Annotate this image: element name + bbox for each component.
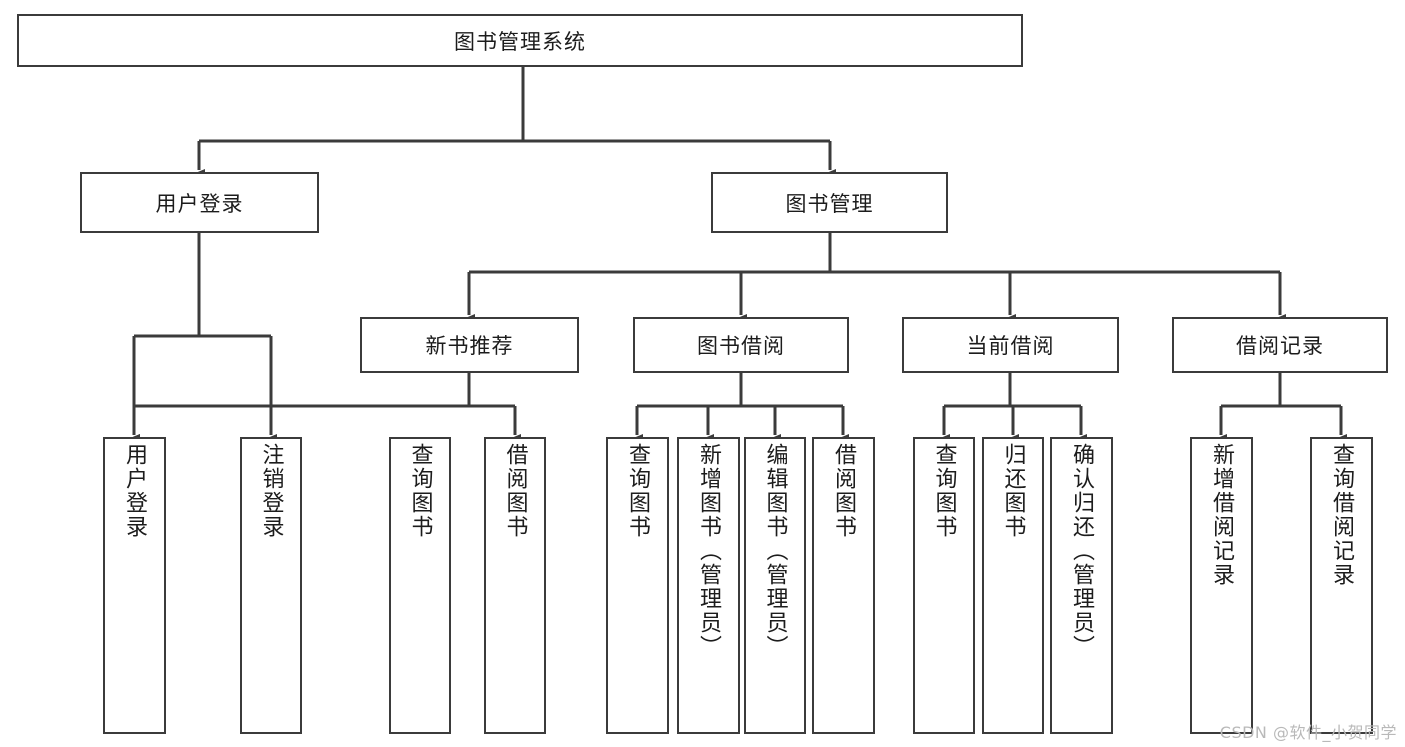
node-leaf-return-book-label: 归还图书: [1000, 443, 1026, 539]
node-leaf-edit-book-admin-label: 编辑图书（管理员）: [762, 443, 788, 659]
node-leaf-query-borrow-record[interactable]: 查询借阅记录: [1310, 437, 1373, 734]
node-leaf-query-book-recommend[interactable]: 查询图书: [389, 437, 451, 734]
node-book-borrow-label: 图书借阅: [697, 334, 785, 358]
node-leaf-query-borrow-record-label: 查询借阅记录: [1329, 443, 1355, 587]
node-leaf-confirm-return-admin-label: 确认归还（管理员）: [1069, 443, 1095, 659]
node-leaf-user-login[interactable]: 用户登录: [103, 437, 166, 734]
node-book-borrow[interactable]: 图书借阅: [633, 317, 849, 373]
node-leaf-add-book-admin[interactable]: 新增图书（管理员）: [677, 437, 740, 734]
node-leaf-add-book-admin-label: 新增图书（管理员）: [696, 443, 722, 659]
node-leaf-add-borrow-record[interactable]: 新增借阅记录: [1190, 437, 1253, 734]
node-leaf-user-login-label: 用户登录: [122, 443, 148, 539]
node-leaf-query-book-current-label: 查询图书: [931, 443, 957, 539]
node-leaf-add-borrow-record-label: 新增借阅记录: [1209, 443, 1235, 587]
node-user-login[interactable]: 用户登录: [80, 172, 319, 233]
node-leaf-query-book-current[interactable]: 查询图书: [913, 437, 975, 734]
node-user-login-label: 用户登录: [155, 191, 244, 216]
node-leaf-borrow-book-label: 借阅图书: [831, 443, 857, 539]
node-leaf-edit-book-admin[interactable]: 编辑图书（管理员）: [744, 437, 806, 734]
watermark: CSDN @软件_小贺同学: [1219, 723, 1397, 742]
node-borrow-record[interactable]: 借阅记录: [1172, 317, 1388, 373]
node-book-management-label: 图书管理: [785, 191, 874, 216]
node-leaf-confirm-return-admin[interactable]: 确认归还（管理员）: [1050, 437, 1113, 734]
node-current-borrow[interactable]: 当前借阅: [902, 317, 1119, 373]
node-leaf-borrow-book-recommend[interactable]: 借阅图书: [484, 437, 546, 734]
node-leaf-logout-login[interactable]: 注销登录: [240, 437, 302, 734]
node-leaf-query-book-borrow[interactable]: 查询图书: [606, 437, 669, 734]
node-leaf-logout-login-label: 注销登录: [258, 443, 284, 539]
node-root[interactable]: 图书管理系统: [17, 14, 1023, 67]
node-book-management[interactable]: 图书管理: [711, 172, 948, 233]
node-leaf-query-book-recommend-label: 查询图书: [407, 443, 433, 539]
node-leaf-return-book[interactable]: 归还图书: [982, 437, 1044, 734]
node-root-label: 图书管理系统: [454, 29, 586, 54]
node-current-borrow-label: 当前借阅: [966, 334, 1055, 358]
node-borrow-record-label: 借阅记录: [1236, 334, 1324, 358]
node-leaf-borrow-book-recommend-label: 借阅图书: [502, 443, 528, 539]
node-new-book-recommend-label: 新书推荐: [425, 334, 514, 358]
node-new-book-recommend[interactable]: 新书推荐: [360, 317, 579, 373]
node-leaf-query-book-borrow-label: 查询图书: [625, 443, 651, 539]
node-leaf-borrow-book[interactable]: 借阅图书: [812, 437, 875, 734]
